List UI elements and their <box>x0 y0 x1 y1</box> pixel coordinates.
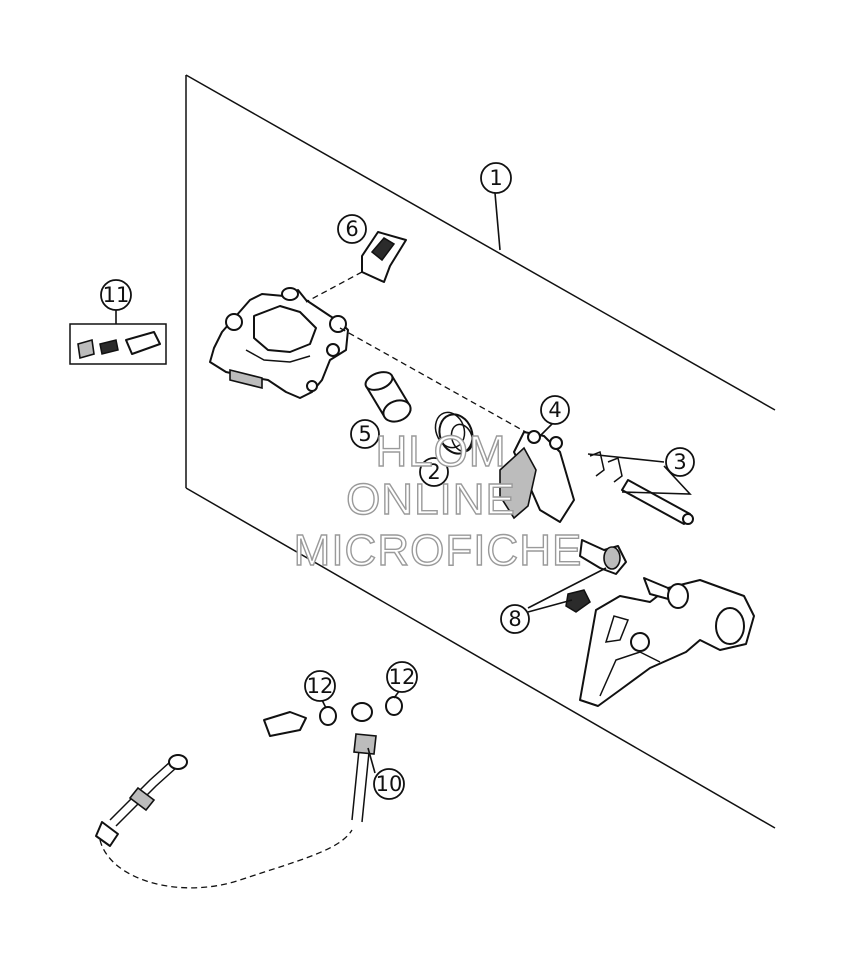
callout-3: 3 <box>665 447 695 477</box>
pin-and-clips <box>589 450 694 525</box>
watermark-line-1: HLOM <box>375 427 506 476</box>
svg-text:1: 1 <box>489 166 502 190</box>
svg-text:12: 12 <box>389 665 416 689</box>
watermark: HLOM ONLINE MICROFICHE <box>293 426 583 575</box>
leader-lines <box>321 192 692 774</box>
slide-bolt-and-boot <box>565 539 627 613</box>
svg-text:5: 5 <box>358 422 371 446</box>
watermark-line-3: MICROFICHE <box>294 526 583 575</box>
callout-10: 10 <box>373 768 405 800</box>
callout-6: 6 <box>337 214 367 244</box>
callout-12-left: 12 <box>304 670 336 702</box>
svg-text:6: 6 <box>345 217 358 241</box>
svg-text:10: 10 <box>376 772 403 796</box>
piston <box>364 371 412 423</box>
assembly-boundary <box>185 74 776 829</box>
callout-2: 2 <box>419 457 449 487</box>
svg-text:2: 2 <box>427 460 440 484</box>
svg-text:3: 3 <box>673 450 686 474</box>
bleeder-valve-kit <box>69 310 167 365</box>
callout-8: 8 <box>500 604 530 634</box>
caliper-bracket <box>579 577 755 707</box>
svg-text:12: 12 <box>307 674 334 698</box>
svg-text:11: 11 <box>103 283 130 307</box>
pad-spring <box>305 231 407 303</box>
svg-text:4: 4 <box>548 398 561 422</box>
watermark-line-2: ONLINE <box>346 475 516 524</box>
callout-4: 4 <box>540 395 570 425</box>
brake-pads <box>499 430 575 523</box>
brake-hose <box>95 696 403 889</box>
axis-line <box>339 327 541 441</box>
callout-1: 1 <box>480 162 512 194</box>
callout-12-right: 12 <box>386 661 418 693</box>
caliper-body <box>209 287 349 399</box>
piston-seals <box>434 411 474 455</box>
callout-5: 5 <box>350 419 380 449</box>
callout-11: 11 <box>100 279 132 311</box>
svg-text:8: 8 <box>508 607 521 631</box>
